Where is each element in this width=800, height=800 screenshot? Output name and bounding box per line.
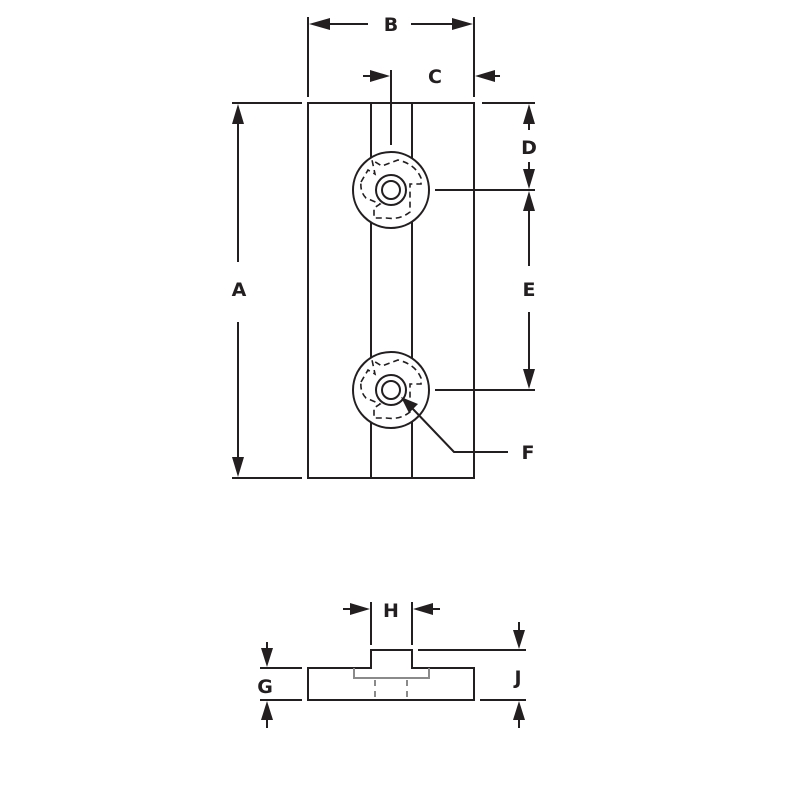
dimension-label-c: C (428, 66, 442, 88)
dimension-label-d: D (521, 137, 537, 159)
callout-label-f: F (522, 442, 535, 464)
dimension-label-a: A (232, 279, 247, 301)
hidden-insert-top (353, 668, 430, 679)
dimension-b: B (307, 14, 475, 97)
dimension-d: D (435, 102, 537, 191)
dimension-g: G (257, 642, 302, 728)
hidden-insert-outline (360, 358, 422, 420)
callout-f: F (401, 397, 534, 464)
side-profile (307, 649, 475, 701)
dimension-a: A (232, 102, 302, 479)
top-view: A B C D (232, 14, 537, 479)
dimension-e: E (435, 191, 536, 391)
side-view: H G J (257, 600, 526, 728)
dimension-c: C (363, 66, 500, 145)
upper-fastener (352, 151, 430, 229)
lower-fastener (352, 351, 430, 429)
dimension-label-g: G (257, 676, 273, 698)
hidden-insert-outline (360, 158, 422, 220)
dimension-label-h: H (383, 600, 399, 622)
dimension-j: J (418, 622, 526, 728)
dimension-label-b: B (384, 14, 398, 36)
dimension-label-e: E (523, 279, 536, 301)
dimension-label-j: J (512, 667, 521, 689)
dimension-h: H (343, 600, 440, 645)
